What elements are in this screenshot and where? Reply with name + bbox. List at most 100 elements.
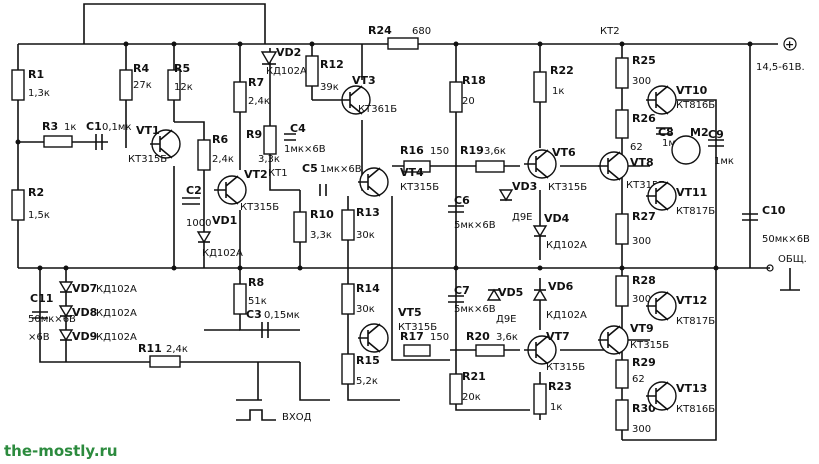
- svg-text:R9: R9: [246, 128, 262, 141]
- svg-text:VT9: VT9: [630, 322, 654, 335]
- svg-text:×6В: ×6В: [28, 332, 50, 343]
- svg-text:VT12: VT12: [676, 294, 707, 307]
- svg-text:C6: C6: [454, 194, 470, 207]
- svg-text:VD2: VD2: [276, 46, 301, 59]
- svg-text:R19: R19: [460, 144, 484, 157]
- svg-text:300: 300: [632, 294, 651, 305]
- svg-text:30к: 30к: [356, 230, 375, 241]
- svg-text:1мк×6В: 1мк×6В: [284, 144, 326, 155]
- svg-text:R6: R6: [212, 133, 228, 146]
- svg-text:Д9Е: Д9Е: [496, 314, 517, 325]
- svg-text:КД102А: КД102А: [546, 310, 587, 321]
- svg-text:КД102А: КД102А: [266, 66, 307, 77]
- svg-text:R17: R17: [400, 330, 424, 343]
- svg-text:VD3: VD3: [512, 180, 537, 193]
- svg-text:20к: 20к: [462, 392, 481, 403]
- svg-text:КТ315Б: КТ315Б: [626, 180, 665, 191]
- svg-text:5,2к: 5,2к: [356, 376, 378, 387]
- svg-text:R7: R7: [248, 76, 264, 89]
- svg-text:M2: M2: [690, 126, 709, 139]
- svg-text:C5: C5: [302, 162, 318, 175]
- svg-text:1мк: 1мк: [714, 156, 734, 167]
- svg-text:КТ816Б: КТ816Б: [676, 100, 715, 111]
- svg-text:R4: R4: [133, 62, 149, 75]
- svg-text:VT8: VT8: [630, 156, 654, 169]
- svg-text:3,3к: 3,3к: [258, 154, 280, 165]
- svg-text:50мк×6В: 50мк×6В: [762, 234, 810, 245]
- svg-text:2,4к: 2,4к: [248, 96, 270, 107]
- svg-text:VT1: VT1: [136, 124, 160, 137]
- resistor-r8: R8 51к: [233, 276, 267, 315]
- svg-text:C3: C3: [246, 308, 262, 321]
- svg-text:КТ315Б: КТ315Б: [400, 182, 439, 193]
- svg-text:1мк: 1мк: [662, 138, 682, 149]
- svg-text:C4: C4: [290, 122, 306, 135]
- svg-text:Д9Е: Д9Е: [512, 212, 533, 223]
- svg-text:150: 150: [430, 146, 449, 157]
- svg-text:30к: 30к: [356, 304, 375, 315]
- svg-text:VT4: VT4: [400, 166, 424, 179]
- svg-text:КТ817Б: КТ817Б: [676, 316, 715, 327]
- capacitor-c4: C4 1мк×6В: [284, 122, 326, 155]
- svg-text:R8: R8: [248, 276, 264, 289]
- resistor-r2: R21,5к: [11, 186, 50, 221]
- svg-text:62: 62: [632, 374, 645, 385]
- svg-text:VT6: VT6: [552, 146, 576, 159]
- svg-text:C11: C11: [30, 292, 53, 305]
- svg-text:+: +: [785, 38, 794, 51]
- svg-text:C10: C10: [762, 204, 786, 217]
- svg-text:3,6к: 3,6к: [484, 146, 506, 157]
- svg-text:VD6: VD6: [548, 280, 574, 293]
- resistor-r21: R21 20к: [449, 370, 486, 405]
- svg-text:R21: R21: [462, 370, 486, 383]
- svg-text:51к: 51к: [248, 296, 267, 307]
- svg-text:300: 300: [632, 424, 651, 435]
- svg-text:КТ315Б: КТ315Б: [128, 154, 167, 165]
- svg-text:39к: 39к: [320, 82, 339, 93]
- svg-text:R26: R26: [632, 112, 656, 125]
- svg-text:R12: R12: [320, 58, 344, 71]
- svg-text:R29: R29: [632, 356, 656, 369]
- svg-text:150: 150: [430, 332, 449, 343]
- resistor-r1: R11,3к: [11, 68, 50, 101]
- resistor-r7: R7 2,4к: [233, 76, 270, 113]
- svg-text:50мк×6В: 50мк×6В: [28, 314, 76, 325]
- wires: [17, 3, 800, 441]
- svg-text:R10: R10: [310, 208, 334, 221]
- svg-text:VD5: VD5: [498, 286, 523, 299]
- svg-text:1,3к: 1,3к: [28, 88, 50, 99]
- svg-text:КТ315Б: КТ315Б: [630, 340, 669, 351]
- svg-text:R11: R11: [138, 342, 162, 355]
- svg-text:VD1: VD1: [212, 214, 237, 227]
- junction-dots: [15, 41, 753, 271]
- output-terminal: ОБЩ.: [766, 254, 807, 272]
